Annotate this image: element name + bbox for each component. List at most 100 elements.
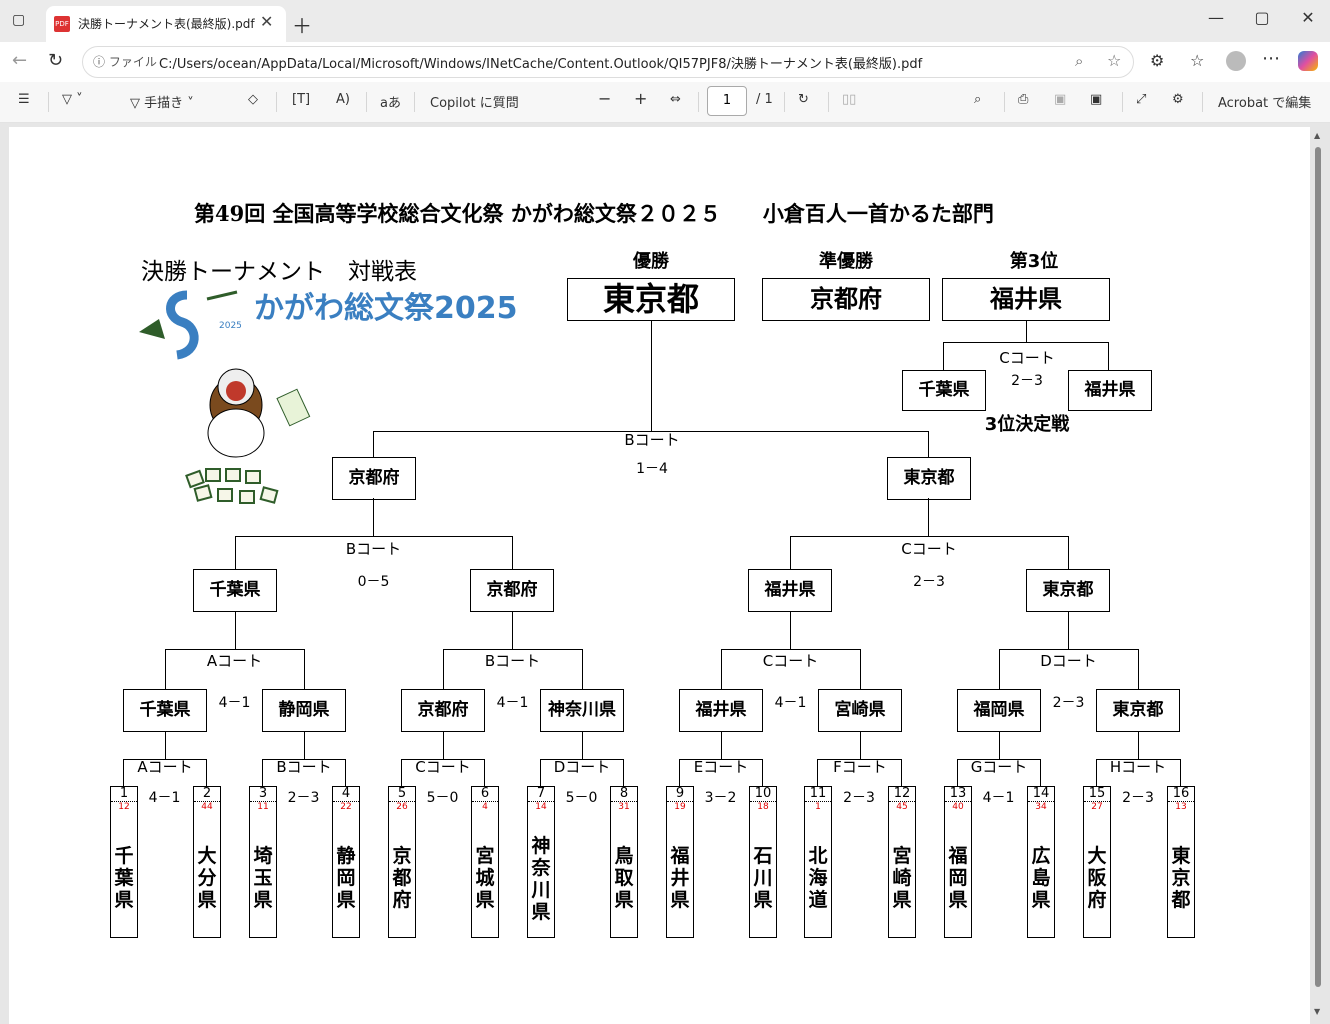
entrant-prefecture: 京都府	[392, 845, 412, 911]
bracket-line	[817, 759, 818, 787]
champion-label: 優勝	[633, 251, 669, 272]
first-round-score: 4－1	[148, 790, 181, 806]
bracket-line	[304, 731, 305, 759]
close-tab-icon[interactable]: ✕	[260, 12, 274, 31]
read-aloud-icon[interactable]: A)	[336, 92, 350, 107]
entrant-prefecture: 北海道	[808, 845, 828, 911]
save-icon[interactable]: ▣	[1054, 92, 1067, 107]
semi-left-team: 福井県	[748, 569, 832, 612]
first-round-score: 4－1	[982, 790, 1015, 806]
zoom-out-button[interactable]: −	[598, 89, 612, 108]
more-icon[interactable]: ⋯	[1262, 48, 1280, 69]
bracket-line	[999, 649, 1138, 650]
copilot-icon[interactable]	[1298, 51, 1318, 71]
acrobat-edit-button[interactable]: Acrobat で編集	[1218, 96, 1312, 111]
semi-left-team: 千葉県	[193, 569, 277, 612]
first-round-score: 3－2	[704, 790, 737, 806]
separator	[414, 92, 415, 112]
save-as-icon[interactable]: ▣	[1090, 92, 1103, 107]
separator	[48, 92, 49, 112]
highlight-icon[interactable]: ▽ ˅	[62, 92, 83, 107]
entrant-number: 15	[1084, 787, 1110, 802]
zoom-icon[interactable]: ⌕	[1075, 52, 1084, 70]
tab-active[interactable]: PDF 決勝トーナメント表(最終版).pdf ✕	[46, 6, 286, 42]
separator	[1122, 92, 1123, 112]
new-tab-button[interactable]: ＋	[292, 14, 312, 38]
avatar[interactable]	[1226, 51, 1246, 71]
entrant-number: 12	[889, 787, 915, 802]
entrant-number: 10	[750, 787, 776, 802]
bracket-line	[860, 649, 861, 689]
extensions-icon[interactable]: ⚙	[1150, 51, 1165, 70]
bracket-line	[262, 759, 345, 760]
rotate-icon[interactable]: ↻	[798, 92, 809, 107]
entrant-rank: 31	[618, 802, 630, 812]
first-round-score: 5－0	[565, 790, 598, 806]
translate-button[interactable]: aあ	[380, 96, 401, 111]
pdf-page: 第49回 全国高等学校総合文化祭 かがわ総文祭２０２５ 小倉百人一首かるた部門 …	[9, 127, 1310, 1024]
entrant-rank: 45	[896, 802, 908, 812]
semi-court: Bコート	[345, 540, 402, 558]
contents-icon[interactable]: ☰	[18, 92, 30, 107]
search-icon[interactable]: ⌕	[974, 92, 982, 107]
maximize-button[interactable]: ▢	[1254, 8, 1270, 27]
bracket-line	[401, 759, 402, 787]
back-icon[interactable]: ←	[12, 50, 28, 71]
bracket-line	[1096, 759, 1097, 787]
bracket-line	[928, 431, 929, 457]
page-number-input[interactable]: 1	[707, 86, 747, 116]
draw-button[interactable]: ▽ 手描き ˅	[130, 96, 194, 111]
final-court: Bコート	[624, 431, 680, 449]
separator	[1202, 92, 1203, 112]
favorite-star-icon[interactable]: ☆	[1107, 51, 1122, 70]
champion-box: 東京都	[567, 278, 735, 321]
entrant-number: 2	[194, 787, 220, 802]
text-icon[interactable]: [T]	[292, 92, 311, 107]
document-subtitle: 決勝トーナメント 対戦表	[141, 259, 417, 285]
fullscreen-icon[interactable]: ⤢	[1136, 92, 1147, 107]
file-badge: ⓘ ファイル	[93, 55, 157, 69]
entrant-rank: 13	[1175, 802, 1187, 812]
scroll-up-icon[interactable]: ▲	[1314, 131, 1321, 140]
entrant-number: 9	[667, 787, 693, 802]
entrant-rank: 22	[340, 802, 352, 812]
quarter-score: 2－3	[1052, 695, 1085, 711]
semi-score: 2－3	[913, 574, 945, 590]
entrant-rank: 19	[674, 802, 686, 812]
print-icon[interactable]: ⎙	[1018, 92, 1029, 107]
minimize-button[interactable]: —	[1208, 8, 1224, 27]
runner-up-label: 準優勝	[819, 251, 873, 272]
scrollbar[interactable]: ▲ ▼	[1312, 127, 1326, 1022]
third-place-score: 2－3	[1011, 373, 1043, 389]
bracket-line	[928, 498, 929, 536]
entrant-prefecture: 福岡県	[948, 845, 968, 911]
fit-width-icon[interactable]: ⇔	[670, 92, 681, 107]
bracket-line	[1108, 342, 1109, 370]
scroll-down-icon[interactable]: ▼	[1314, 1007, 1321, 1016]
page-view-icon[interactable]: ▯▯	[842, 92, 857, 107]
bracket-line	[484, 759, 485, 787]
close-window-button[interactable]: ✕	[1301, 8, 1315, 27]
copilot-ask-button[interactable]: Copilot に質問	[430, 96, 519, 111]
quarter-score: 4－1	[496, 695, 529, 711]
final-score: 1－4	[636, 461, 668, 477]
first-round-court: Gコート	[970, 758, 1028, 776]
url-field[interactable]: ⓘ ファイル C:/Users/ocean/AppData/Local/Micr…	[82, 46, 1134, 78]
entrant-rank: 1	[815, 802, 821, 812]
tab-actions-icon[interactable]: ▢	[12, 12, 26, 28]
quarter-score: 4－1	[774, 695, 807, 711]
favorites-icon[interactable]: ☆	[1190, 51, 1205, 70]
eraser-icon[interactable]: ◇	[248, 92, 258, 107]
refresh-icon[interactable]: ↻	[48, 50, 64, 71]
third-place-right-team: 福井県	[1068, 370, 1152, 411]
semi-right-team: 京都府	[470, 569, 554, 612]
semi-right-team: 東京都	[1026, 569, 1110, 612]
settings-gear-icon[interactable]: ⚙	[1172, 92, 1184, 107]
scroll-thumb[interactable]	[1315, 147, 1321, 987]
zoom-in-button[interactable]: +	[634, 89, 648, 108]
